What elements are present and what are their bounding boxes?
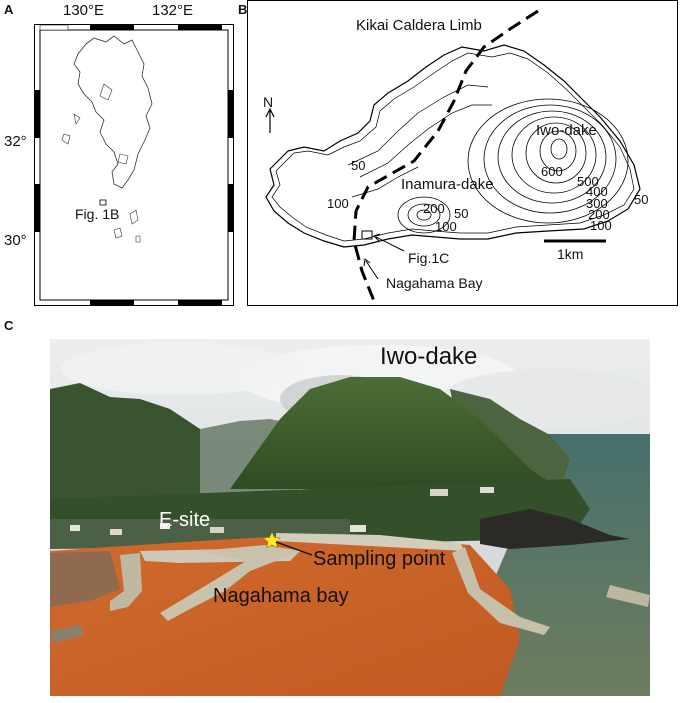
lat-label-30: 30°	[4, 232, 27, 249]
contour-label: 100	[327, 196, 349, 211]
contour-label: 200	[588, 207, 610, 222]
scale-bar-label: 1km	[557, 246, 584, 262]
nagahama-bay-photo-label: Nagahama bay	[213, 585, 349, 607]
contour-label: 400	[586, 184, 608, 199]
kyushu-map	[34, 24, 234, 306]
north-label: N	[263, 94, 274, 110]
inamura-dake-label: Inamura-dake	[401, 176, 494, 193]
panel-c-letter: C	[4, 318, 14, 333]
inset-box-1b	[99, 199, 107, 206]
inset-label-1c: Fig.1C	[408, 250, 450, 266]
caldera-limb-label: Kikai Caldera Limb	[356, 17, 482, 34]
contour-label: 50	[634, 192, 649, 207]
lon-label-130: 130°E	[63, 2, 105, 19]
iwo-dake-photo-label: Iwo-dake	[380, 343, 478, 370]
lat-label-32: 32°	[4, 133, 27, 150]
contour-label: 100	[590, 218, 612, 233]
iwo-dake-map-label: Iwo-dake	[536, 122, 597, 139]
sampling-point-star	[262, 531, 282, 549]
contour-label: 50	[454, 206, 469, 221]
iwo-jima-contour-map	[265, 9, 641, 302]
nagahama-bay-map-label: Nagahama Bay	[386, 275, 483, 291]
lon-label-132: 132°E	[152, 2, 194, 19]
contour-label: 50	[351, 158, 366, 173]
contour-label: 100	[435, 219, 457, 234]
contour-label: 200	[423, 201, 445, 216]
panel-b-letter: B	[238, 2, 248, 17]
e-site-label: E-site	[159, 509, 211, 531]
contour-label: 500	[577, 174, 599, 189]
panel-b-frame	[247, 0, 678, 306]
contour-label: 600	[541, 164, 563, 179]
aerial-photo	[50, 339, 650, 696]
sampling-point-label: Sampling point	[313, 548, 446, 570]
panel-a-letter: A	[4, 2, 14, 17]
contour-label: 300	[586, 196, 608, 211]
inset-label-1b: Fig. 1B	[75, 206, 120, 222]
